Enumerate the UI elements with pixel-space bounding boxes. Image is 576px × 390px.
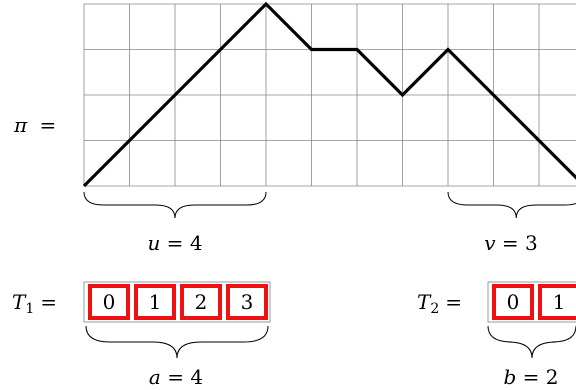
tableau-cell-value: 1 <box>553 290 566 314</box>
pi-equals: = <box>40 113 57 137</box>
tableau-cell-value: 0 <box>507 290 520 314</box>
tableau-cell-value: 2 <box>195 290 208 314</box>
tableau-cell <box>538 284 576 320</box>
tableau-cell <box>226 284 268 320</box>
brace-b <box>487 325 576 359</box>
tableau-t1-label: T1= <box>12 290 57 317</box>
svg-text:π =: π = <box>13 113 56 137</box>
brace-label-v: v = 3 <box>484 231 538 255</box>
brace-v <box>447 191 576 219</box>
brace-label-b: b = 2 <box>503 365 558 389</box>
pi-label: π = <box>13 113 56 137</box>
brace-u <box>83 191 267 219</box>
brace-label-a: a = 4 <box>149 365 203 389</box>
tableau-cell <box>88 284 130 320</box>
tableau-t1-cells: 0 1 2 3 <box>88 284 268 320</box>
brace-label-u: u = 4 <box>147 231 202 255</box>
tableau-t1-frame <box>83 281 271 323</box>
tableau-cell <box>134 284 176 320</box>
tableau-t2-label: T2= <box>417 290 462 317</box>
lattice-path <box>82 1 576 188</box>
tableau-cell <box>180 284 222 320</box>
tableau-t2-frame <box>487 281 576 323</box>
tableau-cell-value: 3 <box>241 290 254 314</box>
lattice-grid <box>83 3 576 187</box>
brace-a <box>85 325 269 359</box>
tableau-cell-value: 1 <box>149 290 162 314</box>
pi-symbol: π <box>13 113 28 137</box>
tableau-cell-value: 0 <box>103 290 116 314</box>
tableau-cell <box>492 284 534 320</box>
